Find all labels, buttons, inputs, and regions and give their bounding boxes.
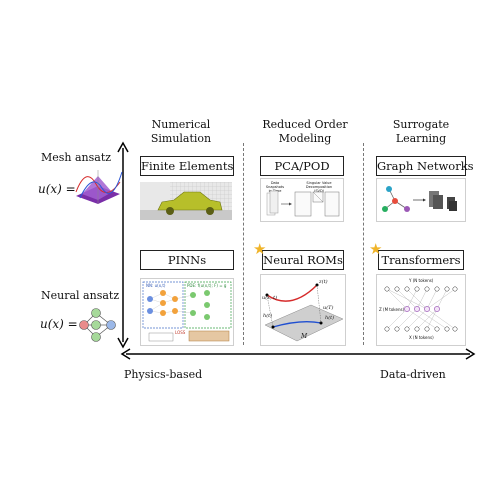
pca-pod-diagram-image: Data Snapshots in Time Singular Value De… xyxy=(260,178,344,222)
transformer-y-label: Y (N tokens) xyxy=(409,278,434,283)
row-label-mesh-ansatz: Mesh ansatz xyxy=(41,151,112,164)
column-header-line: Modeling xyxy=(278,132,332,145)
pca-pod-box: PCA/POD xyxy=(260,156,344,176)
mesh-ansatz-surface-icon xyxy=(75,170,123,204)
svd-caption: Singular Value Decomposition (SVD) xyxy=(297,181,341,193)
axis-label-data-driven: Data-driven xyxy=(380,368,446,381)
axis-label-physics-based: Physics-based xyxy=(124,368,203,381)
column-header-line: Surrogate xyxy=(392,118,450,131)
pinn-network-drawing xyxy=(142,281,232,342)
pinn-loss-label: LOSS xyxy=(175,330,186,335)
rom-h-label: h(t) xyxy=(263,313,273,319)
neural-ansatz-formula: u(x) = xyxy=(40,317,78,331)
column-header-line: Simulation xyxy=(150,132,212,145)
neural-network-icon xyxy=(79,308,116,342)
star-icon: ★ xyxy=(369,240,383,258)
neural-rom-manifold-image: u(x, t) z(t) h(t) h(t) u(T) M xyxy=(260,274,346,346)
column-header-surrogate-learning: Surrogate Learning xyxy=(366,118,476,146)
graph-networks-image xyxy=(376,178,466,222)
column-separator xyxy=(243,143,244,345)
column-separator xyxy=(363,143,364,345)
row-label-neural-ansatz: Neural ansatz xyxy=(41,289,120,302)
transformer-z-label: Z (M tokens) xyxy=(379,307,405,312)
rom-z-label: z(t) xyxy=(319,279,328,285)
rom-hb-label: h(t) xyxy=(325,315,335,321)
pinn-pde-label: PDE: f(u(x,t); F) = g xyxy=(187,283,227,288)
star-icon: ★ xyxy=(253,240,267,258)
graph-networks-box: Graph Networks xyxy=(376,156,474,176)
svd-matrices-drawing xyxy=(266,190,340,217)
pod-caption-line: Data Snapshots xyxy=(265,181,285,189)
pinn-architecture-image: NN: u(x,t) PDE: f(u(x,t); F) = g LOSS xyxy=(140,278,234,346)
column-header-line: Learning xyxy=(395,132,447,145)
transformer-architecture-image: Y (N tokens) Z (M tokens) X (N tokens) xyxy=(376,274,466,346)
svd-caption-line: (SVD) xyxy=(313,189,325,193)
rom-manifold-label: M xyxy=(301,333,308,340)
transformer-x-label: X (N tokens) xyxy=(409,335,434,340)
transformers-box: Transformers xyxy=(378,250,464,270)
pinn-nn-label: NN: u(x,t) xyxy=(146,283,166,288)
neural-roms-box: Neural ROMs xyxy=(262,250,344,270)
horizontal-axis-arrow xyxy=(120,348,476,360)
finite-elements-box: Finite Elements xyxy=(140,156,234,176)
pinns-box: PINNs xyxy=(140,250,234,270)
vertical-axis-arrow xyxy=(117,141,129,349)
finite-elements-car-mesh-image xyxy=(140,182,232,220)
column-header-line: Reduced Order xyxy=(262,118,348,131)
svd-caption-line: Singular Value Decomposition xyxy=(305,181,333,189)
column-header-reduced-order-modeling: Reduced Order Modeling xyxy=(250,118,360,146)
mesh-ansatz-formula: u(x) = xyxy=(38,182,76,196)
column-header-line: Numerical xyxy=(151,118,211,131)
graph-network-drawing xyxy=(382,186,457,212)
column-header-numerical-simulation: Numerical Simulation xyxy=(126,118,236,146)
car-mesh-drawing xyxy=(140,182,232,220)
rom-u-label: u(x, t) xyxy=(262,295,278,301)
rom-ut-label: u(T) xyxy=(323,305,334,311)
latent-manifold-drawing xyxy=(264,283,344,342)
transformer-tokens-drawing xyxy=(384,286,458,332)
